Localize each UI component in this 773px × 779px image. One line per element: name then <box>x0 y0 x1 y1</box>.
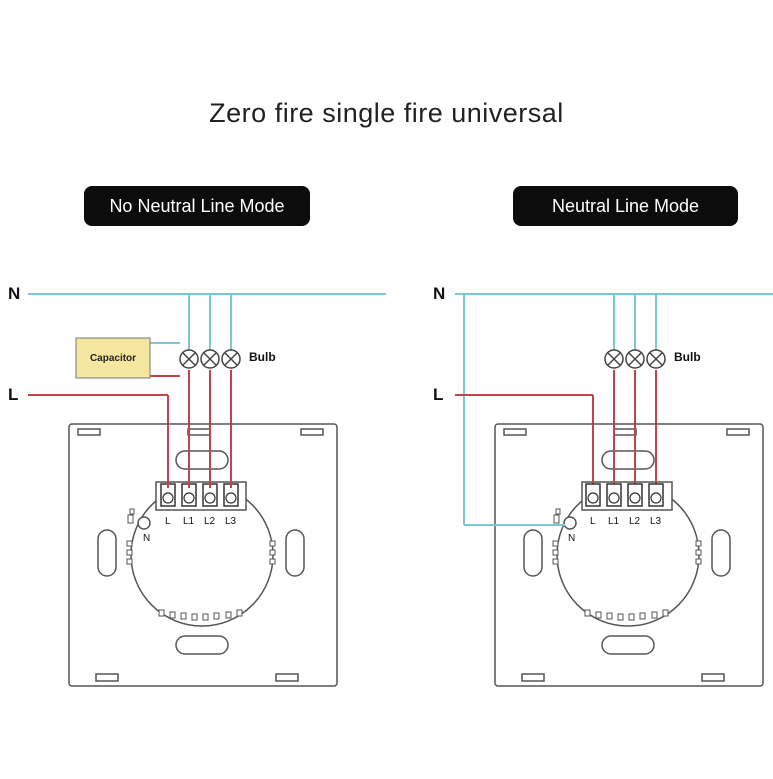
bulb-icon <box>179 349 199 369</box>
left-terminal-L3: L3 <box>225 516 237 527</box>
right-terminal-L1: L1 <box>608 516 620 527</box>
left-terminal-L: L <box>165 516 171 527</box>
left-terminal-L2: L2 <box>204 516 216 527</box>
right-terminal-L: L <box>590 516 596 527</box>
left-bulbs <box>179 349 241 369</box>
left-small-pins <box>126 508 276 621</box>
right-terminal-L2: L2 <box>629 516 641 527</box>
mode-label-no-neutral: No Neutral Line Mode <box>84 186 310 226</box>
bulb-icon <box>646 349 666 369</box>
right-small-pins <box>552 508 702 621</box>
right-bulb-label: Bulb <box>674 350 701 364</box>
right-switch-backplate <box>494 423 764 687</box>
left-terminal-L1: L1 <box>183 516 195 527</box>
right-terminal-N: N <box>568 533 576 544</box>
left-switch-backplate <box>68 423 338 687</box>
left-neutral-label: N <box>8 284 21 303</box>
right-neutral-label: N <box>433 284 446 303</box>
right-terminals <box>585 483 664 507</box>
bulb-icon <box>625 349 645 369</box>
bulb-icon <box>221 349 241 369</box>
left-terminal-N: N <box>143 533 151 544</box>
capacitor-box <box>75 337 151 379</box>
diagram-title: Zero fire single fire universal <box>209 98 564 128</box>
bulb-icon <box>604 349 624 369</box>
bulb-icon <box>200 349 220 369</box>
left-bulb-label: Bulb <box>249 350 276 364</box>
right-bulbs <box>604 349 666 369</box>
left-live-label: L <box>8 385 19 404</box>
left-terminals <box>160 483 239 507</box>
right-live-label: L <box>433 385 444 404</box>
right-terminal-L3: L3 <box>650 516 662 527</box>
capacitor-label: Capacitor <box>89 352 137 364</box>
mode-label-neutral: Neutral Line Mode <box>513 186 738 226</box>
